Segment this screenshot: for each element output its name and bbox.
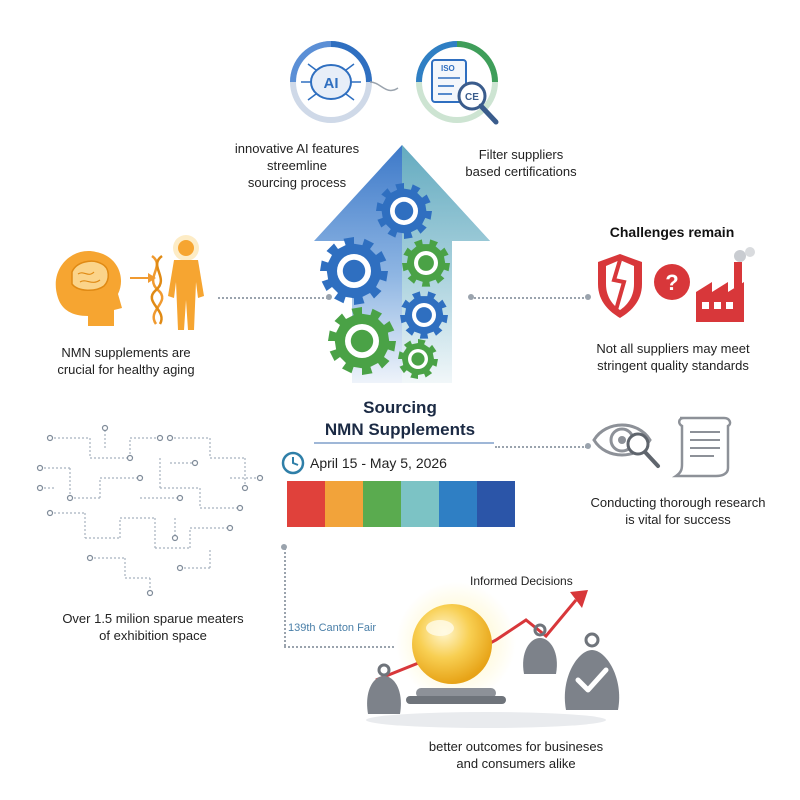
iso-icon-label: ISO bbox=[441, 64, 455, 73]
challenges-caption: Not all suppliers may meet stringent qua… bbox=[596, 341, 750, 373]
timeline-swatch bbox=[325, 481, 363, 527]
gear-icon bbox=[400, 291, 448, 339]
eye-icon bbox=[592, 423, 652, 457]
connector-fair-h bbox=[284, 646, 394, 648]
cert-caption: Filter suppliers based certifications bbox=[465, 147, 577, 179]
timeline-swatch bbox=[477, 481, 515, 527]
circuit-heart-illustration bbox=[36, 424, 264, 597]
date-range: April 15 - May 5, 2026 bbox=[310, 455, 447, 471]
ai-icon-label: AI bbox=[324, 75, 339, 92]
gear-icon bbox=[398, 339, 438, 379]
growth-arrow-gears-illustration bbox=[314, 145, 490, 383]
trend-arrow-head bbox=[570, 590, 588, 608]
research-caption: Conducting thorough research is vital fo… bbox=[590, 495, 766, 527]
ai-brain-icon: AI bbox=[290, 41, 399, 123]
connector-dot bbox=[468, 294, 474, 300]
exhibition-caption: Over 1.5 milion sparue meaters of exhibi… bbox=[62, 611, 244, 643]
question-icon bbox=[654, 264, 690, 300]
timeline-swatch bbox=[439, 481, 477, 527]
aging-caption: NMN supplements are crucial for healthy … bbox=[57, 345, 195, 377]
weight-icon-left bbox=[367, 663, 401, 714]
magnifier-icon bbox=[626, 432, 650, 456]
gear-icon bbox=[328, 307, 396, 375]
decisions-label: Informed Decisions bbox=[470, 574, 573, 588]
connector-right bbox=[470, 297, 588, 299]
connector-dot bbox=[585, 294, 591, 300]
connector-left bbox=[218, 297, 328, 299]
lightbulb-orb bbox=[412, 604, 492, 684]
weight-icon-middle bbox=[523, 623, 557, 674]
timeline-swatch bbox=[287, 481, 325, 527]
certification-icon: ISO CE bbox=[416, 41, 499, 125]
healthy-aging-icon bbox=[55, 235, 204, 330]
decisions-illustration bbox=[366, 582, 620, 728]
connector-dot bbox=[281, 544, 287, 550]
svg-text:?: ? bbox=[665, 270, 678, 295]
connector-research bbox=[495, 446, 587, 448]
timeline-swatch bbox=[401, 481, 439, 527]
ce-icon-label: CE bbox=[465, 92, 479, 103]
timeline-swatch bbox=[363, 481, 401, 527]
challenges-title: Challenges remain bbox=[609, 224, 735, 240]
clock-icon bbox=[281, 451, 305, 475]
research-icons bbox=[592, 416, 732, 478]
weight-check-icon bbox=[564, 632, 620, 710]
gear-icon bbox=[376, 183, 432, 239]
outcomes-caption: better outcomes for busineses and consum… bbox=[428, 739, 604, 771]
connector-fair bbox=[284, 548, 286, 646]
ai-caption: innovative AI features streemline sourci… bbox=[234, 141, 360, 190]
connector-dot bbox=[585, 443, 591, 449]
connector-dot bbox=[326, 294, 332, 300]
canton-fair-label: 139th Canton Fair bbox=[288, 622, 377, 634]
challenges-icons: ? bbox=[598, 247, 755, 322]
title-underline bbox=[314, 442, 494, 444]
gear-icon bbox=[402, 239, 450, 287]
gear-icon bbox=[320, 237, 388, 305]
title-line1: Sourcing bbox=[363, 398, 437, 417]
title-line2: NMN Supplements bbox=[324, 420, 476, 439]
